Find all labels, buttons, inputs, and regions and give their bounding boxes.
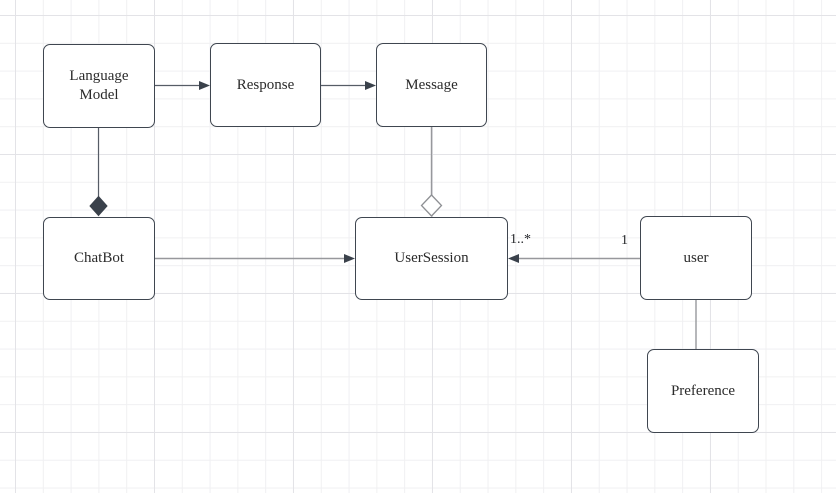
node-label: Message bbox=[405, 76, 458, 93]
node-label: user bbox=[683, 249, 709, 266]
edge-chatbot-usersession[interactable] bbox=[155, 254, 355, 263]
node-label: ChatBot bbox=[73, 250, 124, 267]
multiplicity-label-many[interactable]: 1..* bbox=[510, 232, 531, 247]
class-node-response[interactable]: Response bbox=[210, 43, 321, 127]
edge-languagemodel-response[interactable] bbox=[155, 81, 210, 90]
filled-diamond-icon bbox=[89, 195, 108, 217]
node-label: Response bbox=[236, 76, 295, 93]
class-node-user[interactable]: user bbox=[640, 216, 752, 300]
arrowhead-icon bbox=[365, 81, 376, 90]
edge-message-usersession[interactable] bbox=[420, 127, 443, 217]
class-node-language-model[interactable]: Language Model bbox=[43, 44, 155, 128]
edge-response-message[interactable] bbox=[321, 81, 376, 90]
node-label: Preference bbox=[670, 382, 736, 399]
class-node-chatbot[interactable]: ChatBot bbox=[43, 217, 155, 300]
class-node-preference[interactable]: Preference bbox=[647, 349, 759, 433]
node-label: Language Model bbox=[69, 68, 129, 103]
hollow-diamond-icon bbox=[420, 194, 443, 217]
node-label: UserSession bbox=[394, 250, 469, 267]
multiplicity-label-one[interactable]: 1 bbox=[621, 233, 628, 248]
edge-user-usersession[interactable] bbox=[508, 254, 640, 263]
arrowhead-icon bbox=[199, 81, 210, 90]
edge-languagemodel-chatbot[interactable] bbox=[89, 128, 108, 217]
arrowhead-icon bbox=[508, 254, 519, 263]
arrowhead-icon bbox=[344, 254, 355, 263]
class-node-usersession[interactable]: UserSession bbox=[355, 217, 508, 300]
class-node-message[interactable]: Message bbox=[376, 43, 487, 127]
